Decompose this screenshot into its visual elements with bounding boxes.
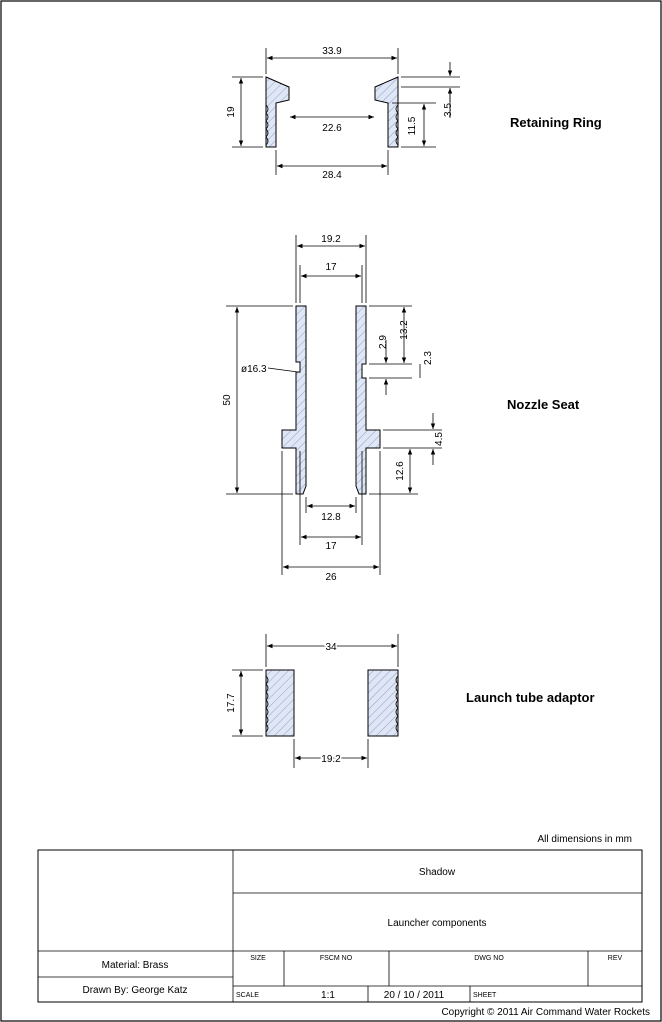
dim-height: 19 <box>226 106 237 118</box>
size-label: SIZE <box>250 955 266 962</box>
nozzle-seat-view: 19.2 17 50 ø16.3 13.2 2.9 2.3 4.5 <box>222 234 580 583</box>
dim-step-height: 11.5 <box>407 116 418 135</box>
dim-top-inner: 17 <box>325 262 337 273</box>
dim-inner-width: 22.6 <box>322 123 342 134</box>
launch-tube-adaptor-view: 34 17.7 19.2 Launch tube adaptor <box>226 634 595 768</box>
copyright: Copyright © 2011 Air Command Water Rocke… <box>441 1007 650 1018</box>
dim-flange-dia: 26 <box>325 572 337 583</box>
dim-outer-width: 33.9 <box>322 46 342 57</box>
dim-adaptor-inner: 19.2 <box>321 754 341 765</box>
nozzle-seat-left-section <box>281 305 307 495</box>
dim-groove-width: 2.3 <box>423 351 434 365</box>
adaptor-left-section <box>265 669 295 737</box>
dim-lip: 3.5 <box>443 103 454 117</box>
dim-base-width: 28.4 <box>322 170 342 181</box>
fscm-label: FSCM NO <box>320 955 353 962</box>
project-name: Shadow <box>419 867 456 878</box>
dim-adaptor-outer: 34 <box>325 642 337 653</box>
nozzle-seat-label: Nozzle Seat <box>507 397 580 412</box>
dim-lower-outer: 17 <box>325 541 337 552</box>
dim-lower-length: 12.6 <box>395 461 406 481</box>
retaining-ring-left-section <box>265 76 290 148</box>
title-block: Shadow Launcher components Material: Bra… <box>37 849 643 1003</box>
dim-bore: 12.8 <box>321 512 341 523</box>
drawn-by: Drawn By: George Katz <box>82 985 187 996</box>
dim-top-to-groove: 13.2 <box>399 320 410 340</box>
dim-top-outer: 19.2 <box>321 234 341 245</box>
adaptor-right-section <box>367 669 399 737</box>
dwg-label: DWG NO <box>474 955 504 962</box>
rev-label: REV <box>608 955 623 962</box>
dim-groove-dia: ø16.3 <box>241 364 267 375</box>
dim-groove-offset: 2.9 <box>378 335 389 349</box>
dim-length: 50 <box>222 394 233 406</box>
dim-flange-thickness: 4.5 <box>434 432 445 446</box>
retaining-ring-right-section <box>374 76 399 148</box>
scale-value: 1:1 <box>321 990 335 1001</box>
retaining-ring-label: Retaining Ring <box>510 115 602 130</box>
material: Material: Brass <box>102 960 169 971</box>
drawing-date: 20 / 10 / 2011 <box>384 990 445 1001</box>
dim-adaptor-height: 17.7 <box>226 693 237 713</box>
scale-label: SCALE <box>236 992 259 999</box>
units-note: All dimensions in mm <box>538 834 632 845</box>
launch-tube-adaptor-label: Launch tube adaptor <box>466 690 595 705</box>
retaining-ring-view: 33.9 22.6 28.4 19 11.5 3.5 Retaining Rin… <box>226 46 602 181</box>
nozzle-seat-right-section <box>355 305 381 495</box>
drawing-title: Launcher components <box>388 918 487 929</box>
sheet-label: SHEET <box>473 992 497 999</box>
